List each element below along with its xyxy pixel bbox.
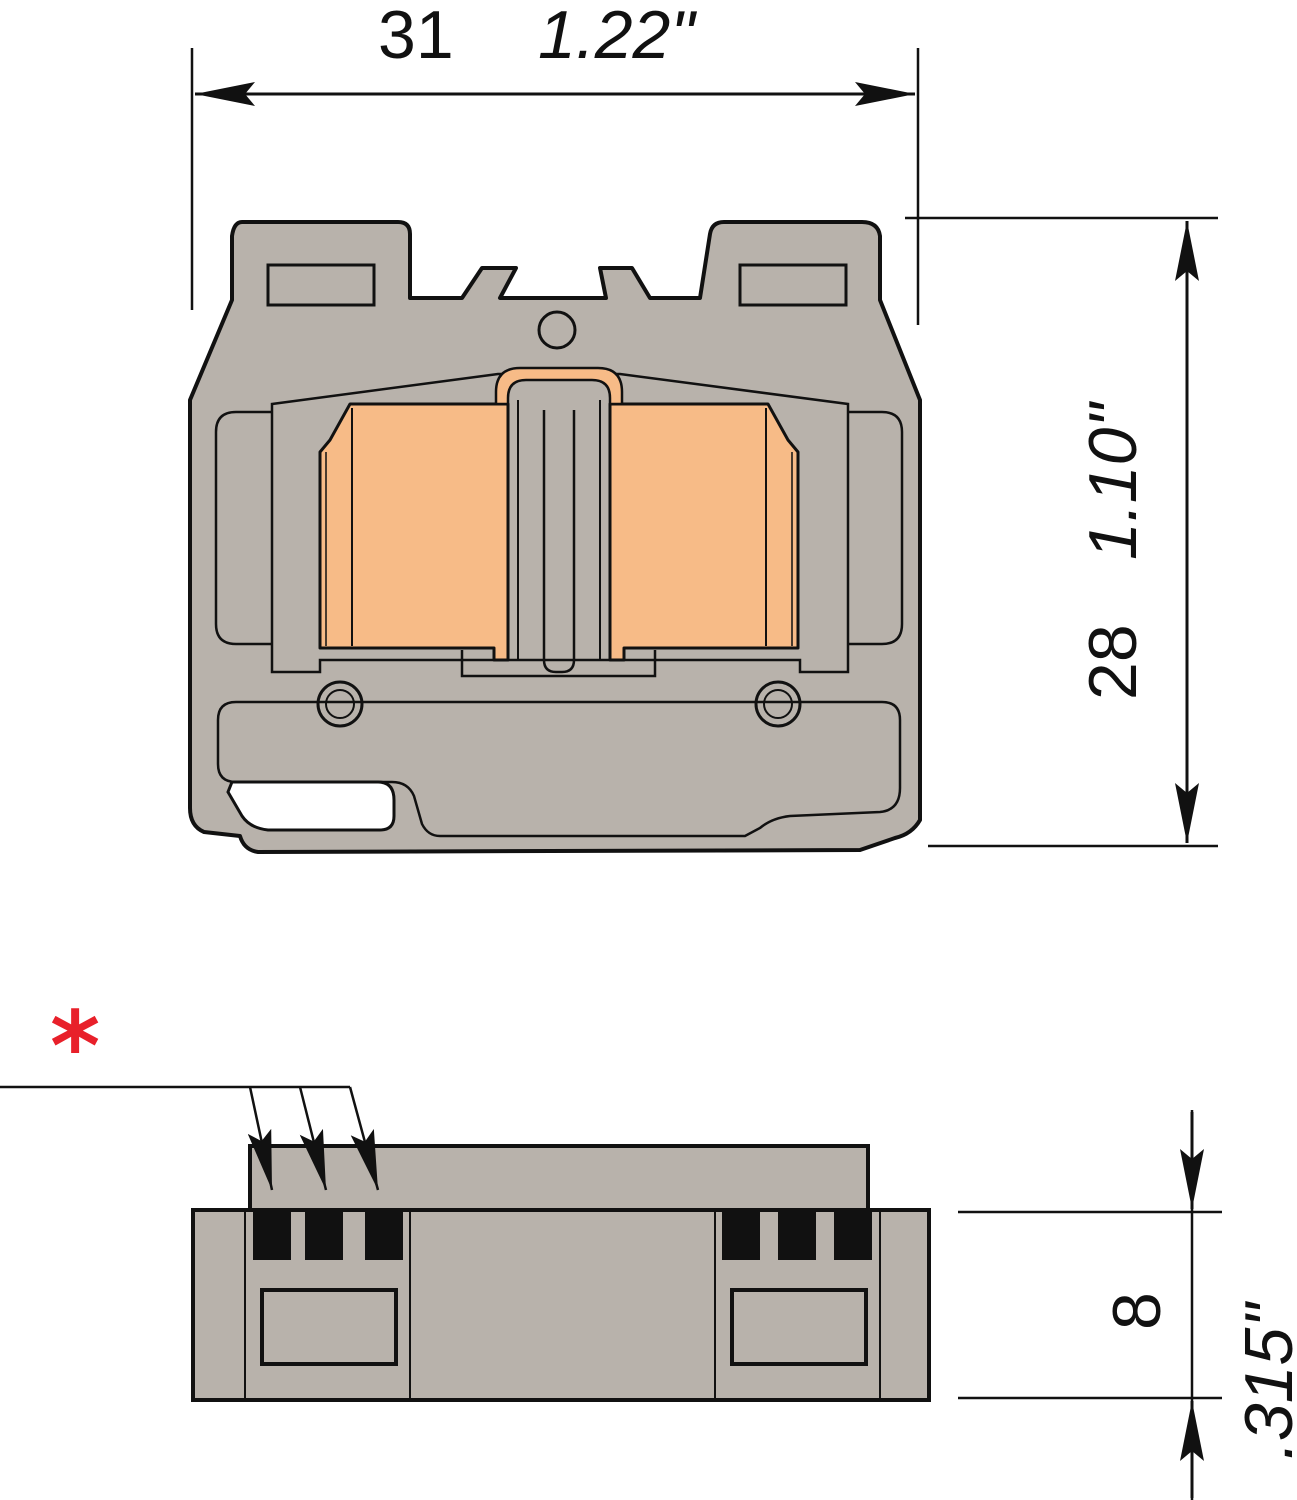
leader-arrow — [298, 1086, 328, 1191]
contact-right — [608, 402, 800, 662]
center-slot — [542, 410, 576, 674]
tooth — [253, 1212, 291, 1260]
side-top — [248, 1144, 870, 1214]
housing-body — [188, 220, 922, 854]
tooth — [305, 1212, 343, 1260]
thickness-imperial: .315" — [1231, 1301, 1297, 1460]
top-hole — [537, 310, 577, 350]
bottom-hole-right-inner — [763, 689, 793, 719]
leader-arrow — [247, 1086, 274, 1191]
tooth — [834, 1212, 872, 1260]
side-body — [191, 1208, 931, 1402]
center-stem — [460, 650, 657, 678]
contact-stem — [507, 400, 611, 660]
width-metric: 31 — [378, 0, 454, 73]
bottom-hole-left-inner — [325, 689, 355, 719]
top-slot-left — [266, 263, 376, 307]
tooth — [722, 1212, 760, 1260]
thickness-metric: 8 — [1099, 1292, 1175, 1330]
side-view — [191, 1144, 931, 1402]
height-metric: 28 — [1075, 624, 1151, 700]
asterisk-icon: * — [50, 991, 100, 1103]
top-slot-right — [738, 263, 848, 307]
thickness-dimension: 8 .315" — [958, 1110, 1297, 1500]
marker-leader: * — [0, 991, 380, 1191]
bottom-hole-left — [316, 680, 364, 728]
height-imperial: 1.10" — [1075, 401, 1151, 560]
lower-channel — [216, 700, 902, 838]
contact-left — [318, 402, 510, 662]
height-dimension: 28 1.10" — [905, 216, 1218, 848]
leader-arrow — [348, 1086, 380, 1191]
front-view — [188, 220, 922, 854]
tooth — [365, 1212, 403, 1260]
side-recess-left — [214, 410, 272, 646]
width-dimension: 31 1.22" — [190, 0, 920, 325]
side-slot-right — [730, 1288, 868, 1366]
bottom-slot — [226, 780, 396, 832]
side-slot-left — [260, 1288, 398, 1366]
tooth — [778, 1212, 816, 1260]
side-recess-right — [848, 410, 904, 646]
bottom-hole-right — [754, 680, 802, 728]
width-imperial: 1.22" — [538, 0, 697, 73]
